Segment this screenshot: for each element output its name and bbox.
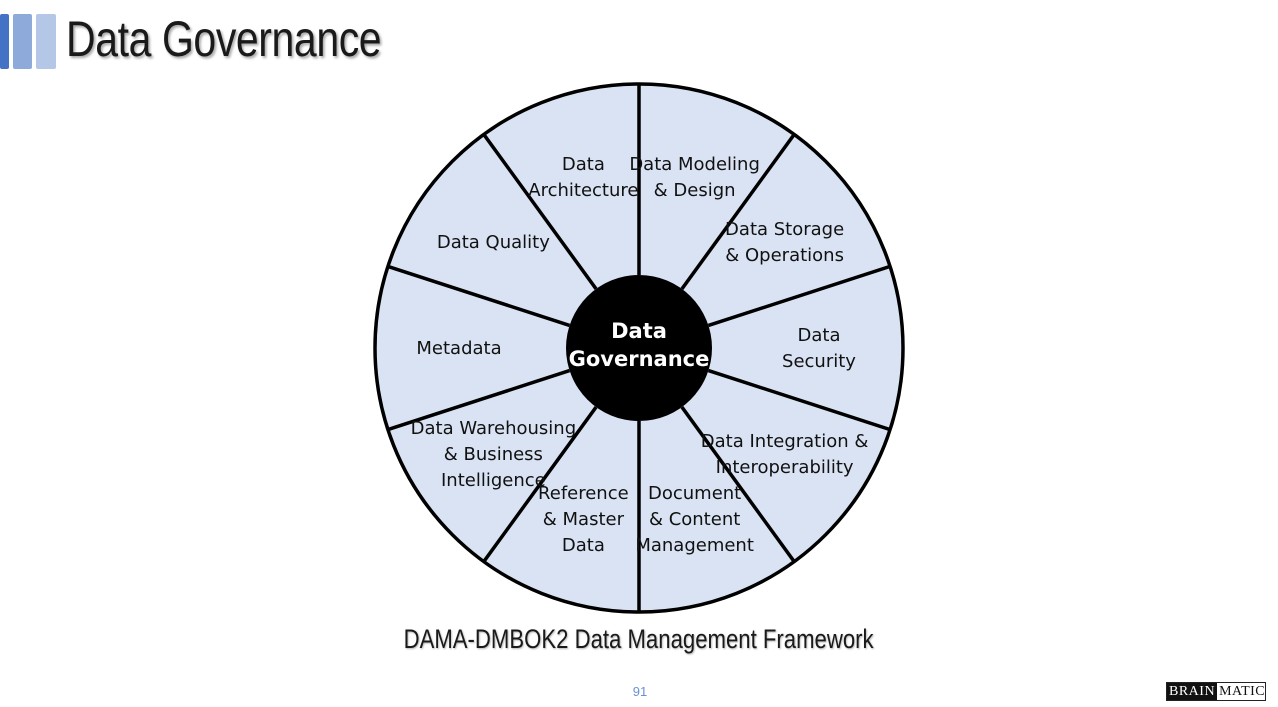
wheel-segment-label-line: & Business <box>444 444 543 465</box>
wheel-segment-label-line: Data <box>798 325 841 346</box>
wheel-spoke <box>482 133 598 290</box>
wheel-segment-label: Data Storage & Operations <box>725 219 844 266</box>
logo-text-light: MATICS <box>1219 683 1266 699</box>
wheel-segment-label-line: Intelligence <box>441 470 546 491</box>
logo-text-dark: BRAIN <box>1167 683 1218 700</box>
wheel-segment-label-line: & Operations <box>725 245 844 266</box>
wheel-spoke <box>680 406 796 563</box>
accent-bar-dark <box>0 14 9 69</box>
wheel-segment-label-line: Architecture <box>528 180 638 201</box>
wheel-segment-label-line: Data Modeling <box>629 154 760 175</box>
wheel-segment-label: Metadata <box>416 338 501 359</box>
accent-bar-light <box>36 14 56 69</box>
wheel-segment-label: Data Integration & Interoperability <box>701 431 869 478</box>
diagram-caption: DAMA-DMBOK2 Data Management Framework <box>0 624 1278 655</box>
page-number: 91 <box>632 684 648 699</box>
brainmatics-logo: BRAIN MATICS <box>1166 682 1266 701</box>
diagram-caption-text: DAMA-DMBOK2 Data Management Framework <box>403 624 874 654</box>
wheel-spoke <box>680 133 796 290</box>
slide-title: Data Governance <box>66 11 382 67</box>
wheel-spoke <box>482 406 598 563</box>
governance-hub <box>566 275 712 421</box>
wheel-segment-label-line: Data Integration & <box>701 431 869 452</box>
wheel-outer-ring <box>373 82 905 614</box>
hub-label-line: Governance <box>569 347 710 371</box>
wheel-segment-label-line: Metadata <box>416 338 501 359</box>
wheel-segment-label-line: & Design <box>654 180 736 201</box>
wheel-segment-label: Data Modeling & Design <box>629 154 760 201</box>
wheel-segment-label-line: Data Storage <box>725 219 844 240</box>
wheel-segment-label-line: Data <box>562 154 605 175</box>
wheel-spoke <box>707 264 891 328</box>
wheel-spoke <box>387 368 571 432</box>
wheel-segment-label-line: Data Quality <box>437 232 550 253</box>
wheel-segment-label-line: Reference <box>538 483 629 504</box>
wheel-segment-label-line: Data <box>562 535 605 556</box>
wheel-spoke <box>707 368 891 432</box>
wheel-segment-label-line: Security <box>782 351 856 372</box>
hub-label-line: Data <box>611 319 667 343</box>
wheel-segment-label-line: & Content <box>649 509 740 530</box>
wheel-spoke <box>387 264 571 328</box>
accent-bar-medium <box>13 14 32 69</box>
wheel-segment-label-line: Document <box>648 483 741 504</box>
wheel-segment-label: Data Quality <box>437 232 550 253</box>
wheel-segment-label-line: & Master <box>543 509 625 530</box>
wheel-segment-label-line: Data Warehousing <box>411 418 577 439</box>
wheel-segment-label-line: Interoperability <box>716 457 854 478</box>
wheel-segment-label-line: Management <box>635 535 754 556</box>
